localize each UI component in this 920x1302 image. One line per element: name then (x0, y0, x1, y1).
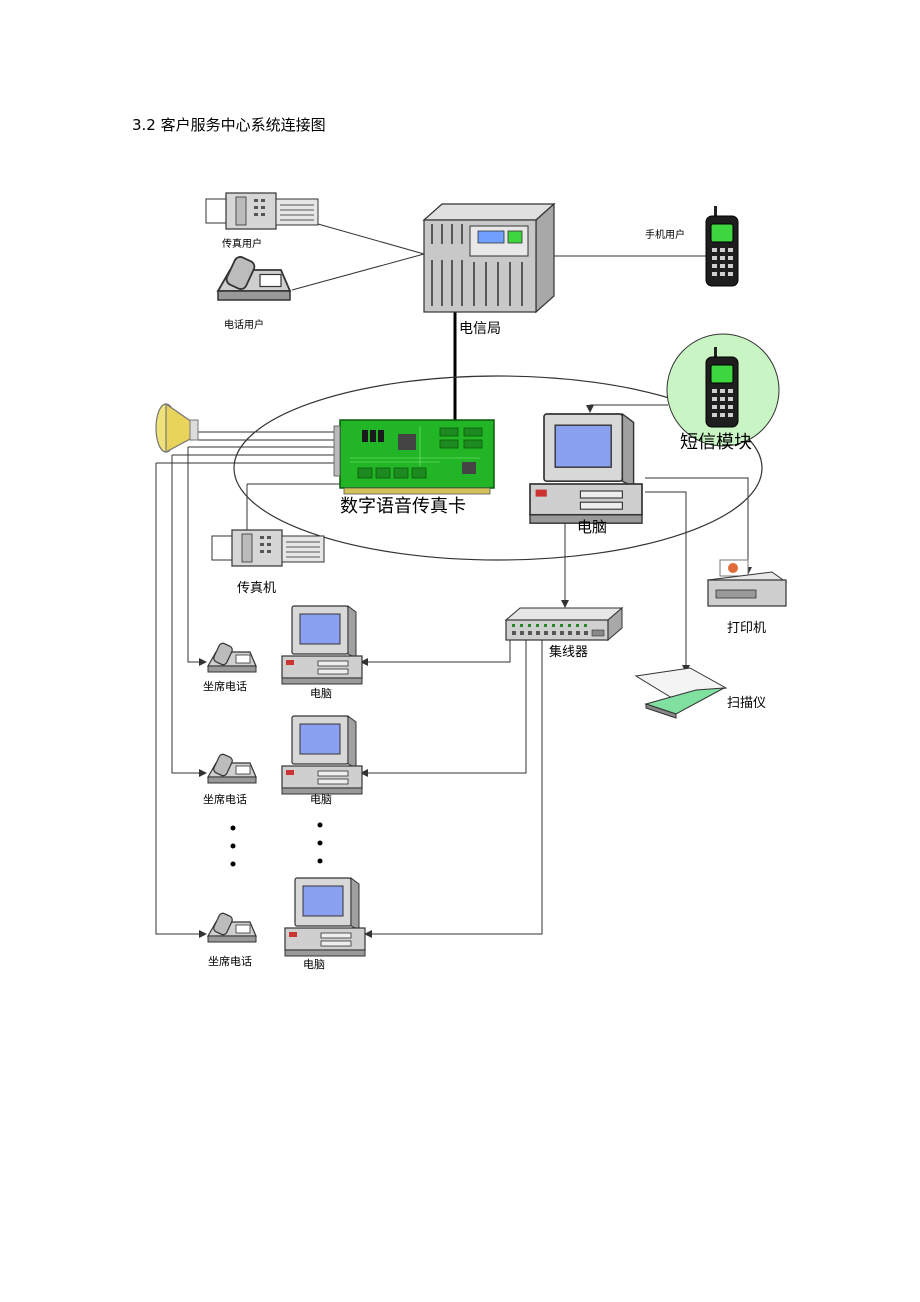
mobile-user-label: 手机用户 (645, 228, 685, 241)
phone-user-label: 电话用户 (224, 318, 264, 331)
ellipsis-dots (230, 822, 323, 867)
mobile-phone-icon (705, 346, 739, 428)
agent-phone-label: 坐席电话 (203, 679, 247, 693)
telephone-icon (207, 911, 257, 943)
agent-pc-label: 电脑 (310, 793, 332, 806)
server-cabinet-icon (422, 202, 556, 314)
agent-pc-label: 电脑 (303, 958, 325, 971)
hub-icon (504, 606, 624, 642)
system-boundary-ellipse (233, 375, 763, 561)
computer-icon (281, 715, 363, 795)
fax-machine-label: 传真机 (237, 581, 276, 596)
printer-icon (706, 559, 788, 607)
telephone-icon (217, 254, 291, 301)
agent-phone-label: 坐席电话 (208, 954, 252, 968)
hub-label: 集线器 (549, 644, 588, 660)
telecom-label: 电信局 (459, 321, 501, 337)
connection-lines (155, 223, 752, 938)
computer-icon (529, 413, 643, 525)
computer-icon (284, 877, 366, 957)
page-title: 3.2 客户服务中心系统连接图 (132, 116, 326, 134)
agent-phone-label: 坐席电话 (203, 792, 247, 806)
voice-fax-card-label: 数字语音传真卡 (340, 496, 466, 517)
circuit-board-icon (333, 419, 495, 495)
speaker-icon (155, 402, 199, 454)
fax-user-label: 传真用户 (222, 237, 262, 250)
agent-pc-label: 电脑 (310, 687, 332, 700)
scanner-label: 扫描仪 (727, 696, 766, 711)
telephone-icon (207, 752, 257, 784)
telephone-icon (207, 641, 257, 673)
fax-icon (205, 192, 319, 230)
main-pc-label: 电脑 (577, 518, 607, 536)
computer-icon (281, 605, 363, 685)
fax-icon (211, 529, 325, 567)
sms-module-label: 短信模块 (680, 432, 752, 453)
scanner-icon (634, 667, 728, 719)
printer-label: 打印机 (727, 621, 766, 636)
mobile-phone-icon (705, 205, 739, 287)
